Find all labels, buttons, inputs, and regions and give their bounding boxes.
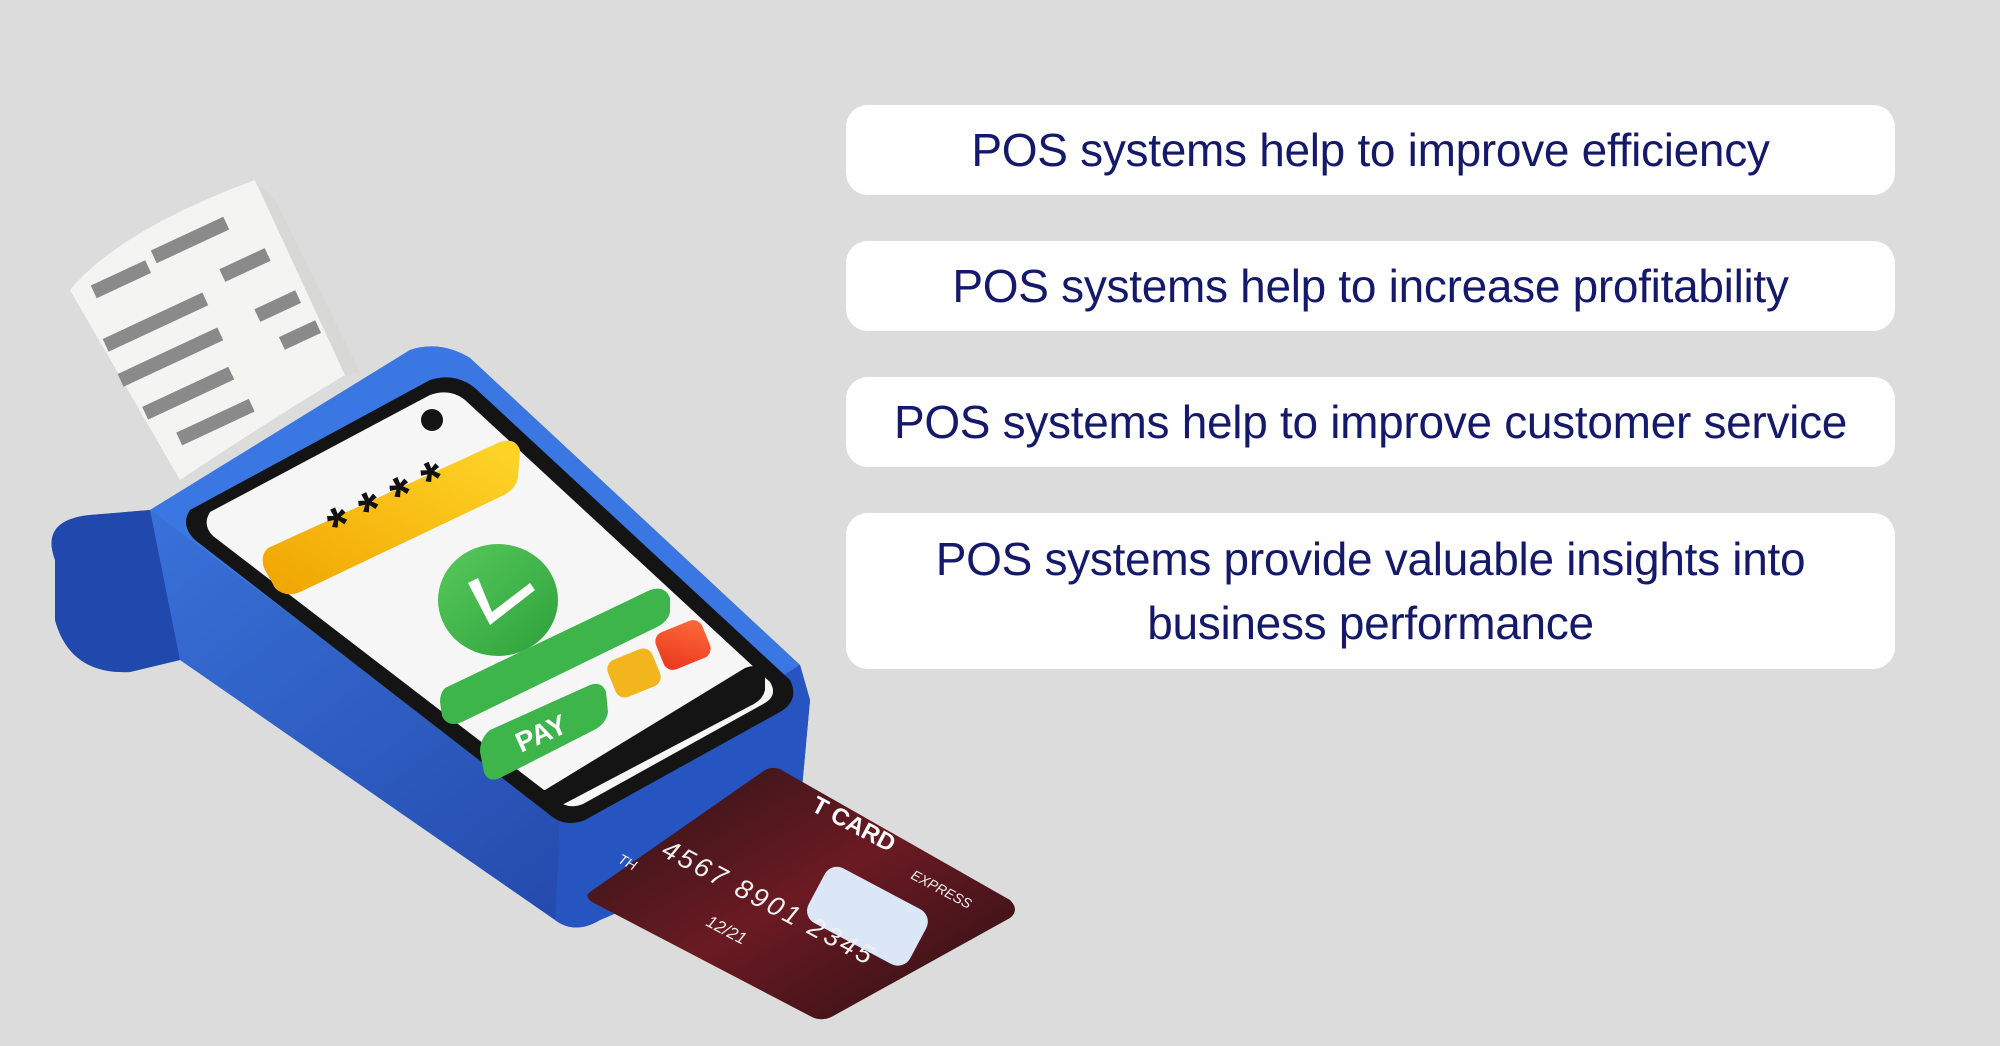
benefit-text: POS systems help to increase profitabili… [952,260,1789,312]
yellow-key[interactable] [604,645,663,700]
credit-card: T CARD 4567 8901 2345 12/21 EXPRESS TH [587,767,1015,1020]
success-indicator [438,544,558,656]
benefit-card-profitability: POS systems help to increase profitabili… [846,241,1895,331]
check-icon [468,578,535,625]
benefit-text: POS systems help to improve customer ser… [893,396,1848,448]
benefit-text: POS systems provide valuable insights in… [935,533,1806,649]
red-key[interactable] [652,617,713,673]
receipt [70,180,360,480]
benefit-text: POS systems help to improve efficiency [971,124,1770,176]
screen-controls: PAY [440,588,765,808]
benefits-list: POS systems help to improve efficiency P… [846,105,1895,715]
receipt-icon [90,216,322,446]
pos-terminal-illustration: * * * * PAY T CARD 4567 8901 2345 12/21 … [51,180,1015,1020]
card-chip [807,866,928,966]
benefit-card-efficiency: POS systems help to improve efficiency [846,105,1895,195]
benefit-card-insights: POS systems provide valuable insights in… [846,513,1895,669]
benefit-card-customer-service: POS systems help to improve customer ser… [846,377,1895,467]
pay-button[interactable]: PAY [480,683,608,780]
